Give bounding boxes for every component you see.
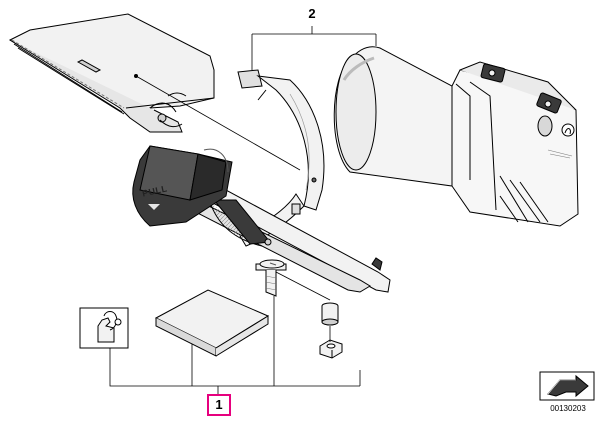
pull-handle	[132, 145, 233, 227]
diagram-reference-number: 00130203	[550, 404, 586, 413]
adhesive-pad	[154, 289, 270, 357]
nut	[319, 339, 343, 359]
housing-tray	[8, 13, 215, 133]
flashlight-icon	[333, 46, 579, 227]
leader-line-housing	[135, 75, 301, 171]
callout-part-1-highlight	[207, 394, 231, 416]
callout-part-2: 2	[308, 6, 316, 21]
screw	[255, 259, 287, 297]
pointing-hand-icon	[97, 311, 122, 343]
leader-line-part-1	[109, 271, 361, 394]
warning-label	[79, 307, 129, 349]
leader-line-part-2	[251, 26, 377, 70]
callout-part-1: 1	[215, 397, 223, 412]
nav-arrow-icon	[539, 371, 595, 401]
spacer-grommet	[321, 302, 339, 326]
